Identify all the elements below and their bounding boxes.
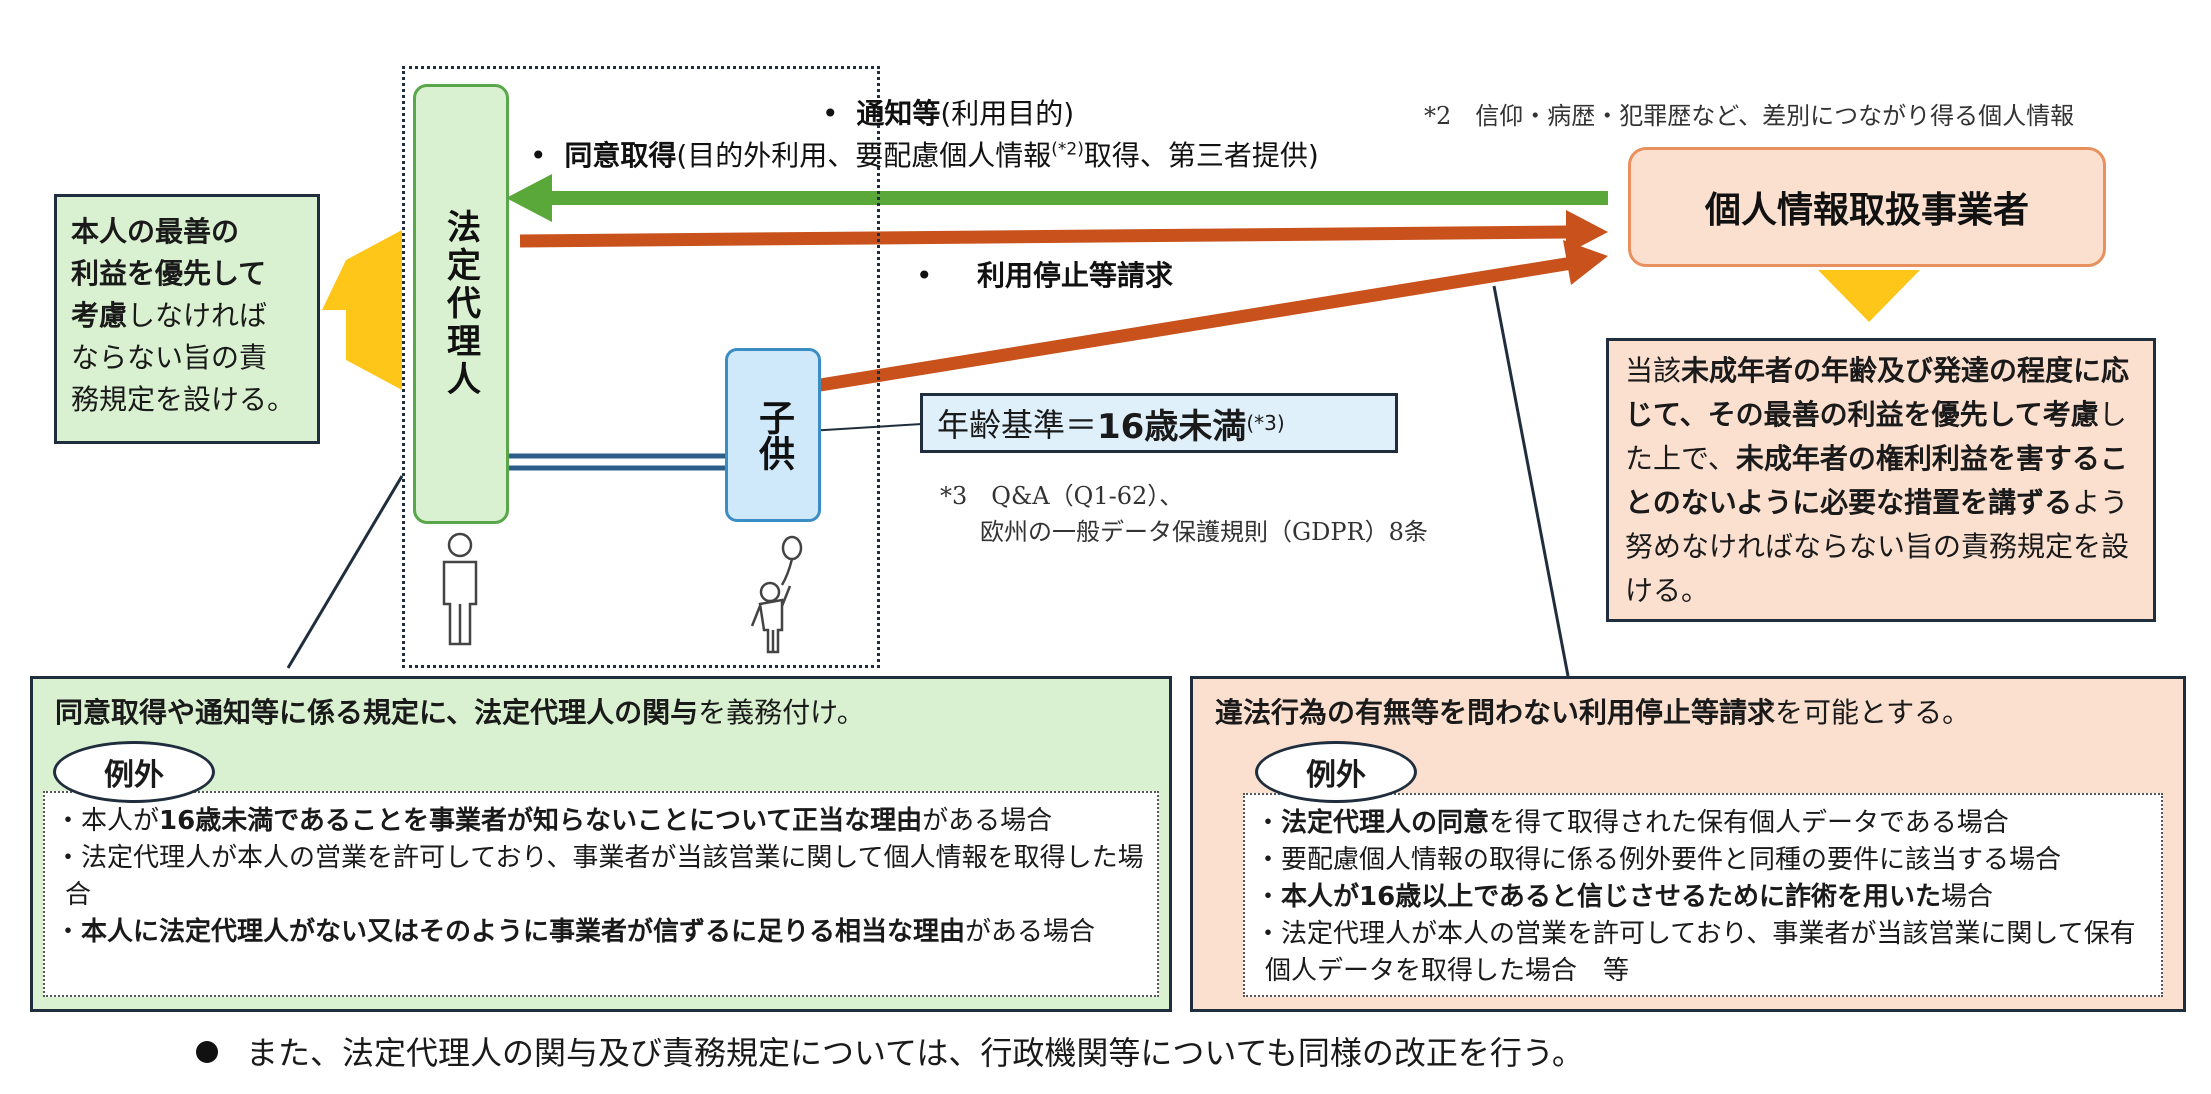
duty-text-3: よう努めなければならない旨の責務規定を設ける。 — [1625, 486, 2130, 607]
principle-line-1: 本人の最善の — [71, 215, 240, 248]
consent-rest-1: (目的外利用、要配慮個人情報 — [676, 139, 1052, 172]
consent-sup: (*2) — [1051, 139, 1084, 160]
list-item: ・要配慮個人情報の取得に係る例外要件と同種の要件に該当する場合 — [1255, 845, 2062, 875]
stop-request-heading-bold: 違法行為の有無等を問わない利用停止等請求 — [1215, 696, 1776, 729]
child-with-balloon-icon — [750, 535, 803, 654]
stop-request-heading-rest: を可能とする。 — [1775, 696, 1971, 729]
footnote-3-line-1: *3 Q&A（Q1-62）、 — [940, 482, 1184, 510]
footer-note: また、法定代理人の関与及び責務規定については、行政機関等についても同様の改正を行… — [196, 1028, 1584, 1074]
consent-bullet: • — [530, 139, 547, 172]
stop-request-label: • 利用停止等請求 — [916, 254, 1173, 294]
list-item: ・本人が16歳未満であることを事業者が知らないことについて正当な理由がある場合 — [55, 806, 1053, 836]
consent-involvement-heading-rest: を義務付け。 — [698, 696, 865, 729]
consent-involvement-heading: 同意取得や通知等に係る規定に、法定代理人の関与を義務付け。 — [55, 691, 865, 731]
principle-line-3-bold: 考慮 — [71, 299, 128, 332]
list-item: ・法定代理人の同意を得て取得された保有個人データである場合 — [1255, 808, 2009, 838]
yellow-pointer-left-tip — [322, 260, 346, 360]
stop-request-text: 利用停止等請求 — [977, 259, 1174, 292]
list-item: ・本人が16歳以上であると信じさせるために詐術を用いた場合 — [1255, 882, 1993, 912]
business-operator-box: 個人情報取扱事業者 — [1628, 147, 2106, 267]
yellow-pointer-left — [346, 230, 402, 390]
consent-arrow-head — [506, 174, 552, 222]
principle-line-4: ならない旨の責 — [71, 341, 268, 374]
exception-label-left: 例外 — [104, 758, 164, 793]
exception-list-right: ・法定代理人の同意を得て取得された保有個人データである場合 ・要配慮個人情報の取… — [1243, 793, 2163, 997]
duty-text-1: 当該 — [1625, 354, 1682, 387]
age-value: 16歳未満 — [1097, 406, 1247, 447]
child-request-arrow-line — [812, 256, 1574, 393]
leader-line-right — [1492, 285, 1570, 677]
best-interest-principle-box: 本人の最善の 利益を優先して 考慮しなければ ならない旨の責 務規定を設ける。 — [54, 194, 320, 444]
footer-text: また、法定代理人の関与及び責務規定については、行政機関等についても同様の改正を行… — [246, 1034, 1584, 1072]
duty-bold-2: 未成年者の権利利益を害することのないように必要な措置を講ずる — [1625, 442, 2128, 519]
exception-label-right: 例外 — [1306, 758, 1366, 793]
guardian-box: 法定代理人 — [413, 84, 509, 524]
list-item: ・本人に法定代理人がない又はそのように事業者が信ずるに足りる相当な理由がある場合 — [55, 917, 1096, 947]
list-item: ・法定代理人が本人の営業を許可しており、事業者が当該営業に関して保有個人データを… — [1255, 919, 2136, 986]
minor-duty-box: 当該未成年者の年齢及び発達の程度に応じて、その最善の利益を優先して考慮した上で、… — [1606, 338, 2156, 622]
footnote-3-line-2: 欧州の一般データ保護規則（GDPR）8条 — [980, 518, 1428, 546]
footnote-2: *2 信仰・病歴・犯罪歴など、差別につながり得る個人情報 — [1424, 102, 2075, 130]
footer-bullet-icon — [196, 1041, 218, 1063]
exception-list-left: ・本人が16歳未満であることを事業者が知らないことについて正当な理由がある場合 … — [43, 791, 1159, 997]
footnote-3: *3 Q&A（Q1-62）、 欧州の一般データ保護規則（GDPR）8条 — [940, 478, 1428, 550]
principle-line-5: 務規定を設ける。 — [71, 383, 296, 416]
consent-involvement-heading-bold: 同意取得や通知等に係る規定に、法定代理人の関与 — [55, 696, 699, 729]
guardian-child-group — [402, 66, 880, 668]
duty-bold-1: 未成年者の年齢及び発達の程度に応じて、その最善の利益を優先して考慮 — [1625, 354, 2130, 431]
notice-label: • 通知等(利用目的) — [822, 92, 1074, 132]
leader-line-left — [286, 475, 404, 669]
consent-involvement-box: 同意取得や通知等に係る規定に、法定代理人の関与を義務付け。 例外 ・本人が16歳… — [30, 676, 1172, 1012]
age-sup: (*3) — [1246, 411, 1285, 435]
notice-bullet: • — [822, 97, 839, 130]
exception-oval-right: 例外 — [1255, 741, 1417, 803]
duty-text-2: した上で、 — [1625, 398, 2127, 475]
notice-bold: 通知等 — [856, 97, 941, 130]
child-label: 子供 — [753, 399, 794, 471]
consent-bold: 同意取得 — [564, 139, 677, 172]
consent-label: • 同意取得(目的外利用、要配慮個人情報(*2)取得、第三者提供) — [530, 134, 1319, 174]
consent-rest-2: 取得、第三者提供) — [1083, 139, 1319, 172]
list-item: ・法定代理人が本人の営業を許可しており、事業者が当該営業に関して個人情報を取得し… — [55, 843, 1144, 910]
notice-rest: (利用目的) — [940, 97, 1075, 130]
stop-request-bullet: • — [916, 259, 933, 292]
business-operator-label: 個人情報取扱事業者 — [1704, 190, 2029, 231]
child-box: 子供 — [725, 348, 821, 522]
stop-request-heading: 違法行為の有無等を問わない利用停止等請求を可能とする。 — [1215, 691, 1970, 731]
adult-person-icon — [442, 532, 478, 646]
exception-oval-left: 例外 — [53, 741, 215, 803]
yellow-pointer-down — [1818, 270, 1920, 322]
child-request-arrow-head — [1563, 240, 1608, 285]
principle-line-2: 利益を優先して — [71, 257, 267, 290]
guardian-label: 法定代理人 — [440, 209, 481, 399]
age-prefix: 年齢基準＝ — [937, 406, 1098, 444]
guardian-request-arrow-line — [519, 225, 1571, 248]
age-criterion-box: 年齢基準＝16歳未満(*3) — [920, 393, 1398, 453]
guardian-request-arrow-head — [1566, 210, 1608, 254]
stop-request-box: 違法行為の有無等を問わない利用停止等請求を可能とする。 例外 ・法定代理人の同意… — [1190, 676, 2186, 1012]
principle-line-3-rest: しなければ — [127, 299, 268, 332]
